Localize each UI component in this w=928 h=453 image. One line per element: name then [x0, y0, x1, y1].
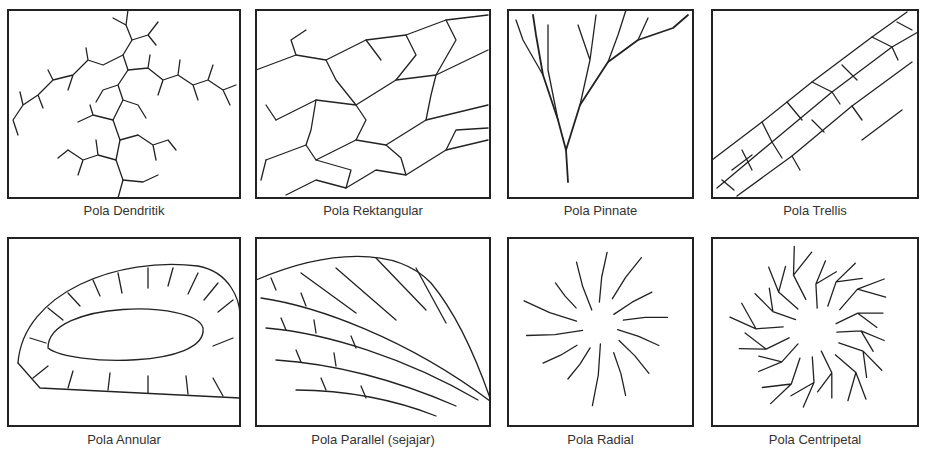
stream-line	[619, 341, 649, 374]
panel-frame	[508, 238, 693, 426]
pattern-caption: Pola Trellis	[712, 203, 918, 219]
panel-frame	[508, 10, 693, 198]
stream-line	[818, 351, 832, 398]
pattern-caption: Pola Radial	[508, 432, 693, 448]
stream-line	[730, 303, 783, 329]
stream-line	[739, 333, 789, 349]
stream-line	[592, 344, 600, 406]
stream-line	[612, 258, 641, 299]
stream-line	[543, 345, 577, 363]
stream-line	[599, 252, 607, 302]
panel-frame	[712, 10, 918, 198]
pattern-caption: Pola Centripetal	[712, 432, 918, 448]
panel-frame	[712, 238, 918, 426]
stream-line	[577, 262, 592, 310]
dendritic-pattern	[13, 10, 236, 198]
stream-line	[840, 279, 886, 310]
pattern-caption: Pola Dendritik	[8, 203, 240, 219]
panel-frame	[8, 238, 240, 426]
stream-line	[839, 343, 882, 378]
rectangular-pattern	[256, 15, 488, 195]
stream-line	[791, 357, 814, 407]
radial-pattern	[524, 252, 667, 405]
pinnate-pattern	[516, 10, 688, 182]
stream-line	[835, 355, 866, 401]
pattern-caption: Pola Parallel (sejajar)	[256, 432, 490, 448]
trellis-pattern	[712, 12, 918, 196]
stream-line	[614, 292, 652, 314]
panel-frame	[256, 238, 490, 426]
stream-line	[794, 247, 812, 300]
stream-line	[828, 263, 863, 306]
centripetal-pattern	[730, 247, 886, 408]
parallel-pattern	[256, 256, 490, 416]
stream-line	[816, 261, 836, 308]
stream-line	[568, 348, 590, 379]
stream-line	[614, 353, 626, 396]
stream-line	[755, 288, 796, 320]
panel-frame	[8, 10, 240, 198]
stream-line	[836, 313, 883, 327]
stream-line	[618, 330, 659, 346]
stream-line	[623, 317, 667, 320]
stream-line	[555, 283, 576, 308]
stream-line	[524, 301, 576, 321]
stream-line	[762, 358, 800, 403]
pattern-caption: Pola Rektangular	[256, 203, 490, 219]
annular-pattern	[18, 264, 240, 398]
panel-frame	[256, 10, 490, 198]
stream-line	[527, 330, 583, 335]
stream-line	[837, 331, 884, 351]
pattern-caption: Pola Pinnate	[508, 203, 693, 219]
pattern-caption: Pola Annular	[8, 432, 240, 448]
